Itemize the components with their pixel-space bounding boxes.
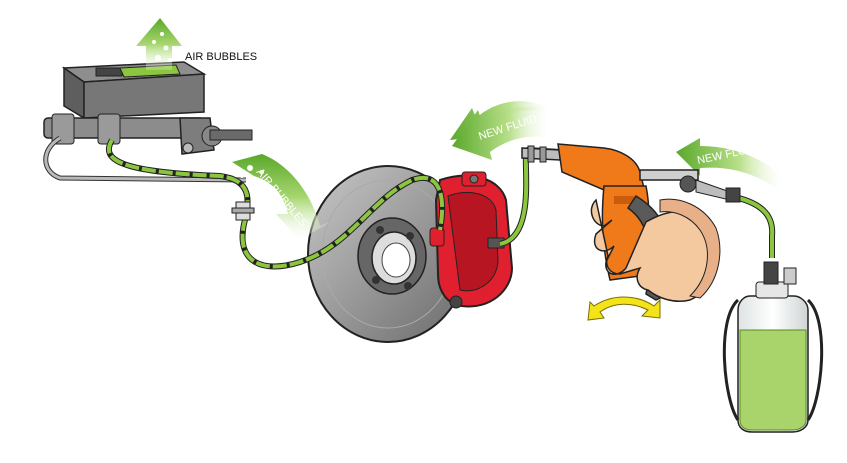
line-connector bbox=[231, 201, 255, 221]
hand bbox=[590, 198, 721, 302]
master-cylinder bbox=[43, 61, 253, 155]
new-fluid-arrow-bottle bbox=[676, 138, 782, 190]
new-fluid-arrow-caliper bbox=[450, 101, 548, 160]
brake-rotor bbox=[307, 165, 469, 343]
air-bubbles-arrow-top bbox=[136, 18, 182, 70]
air-bubbles-arrow-line bbox=[232, 154, 330, 240]
air-bubbles-label-top: AIR BUBBLES bbox=[185, 51, 257, 63]
collection-bottle bbox=[722, 261, 824, 433]
pump-motion-arrow bbox=[587, 296, 661, 321]
brake-caliper bbox=[429, 171, 514, 309]
